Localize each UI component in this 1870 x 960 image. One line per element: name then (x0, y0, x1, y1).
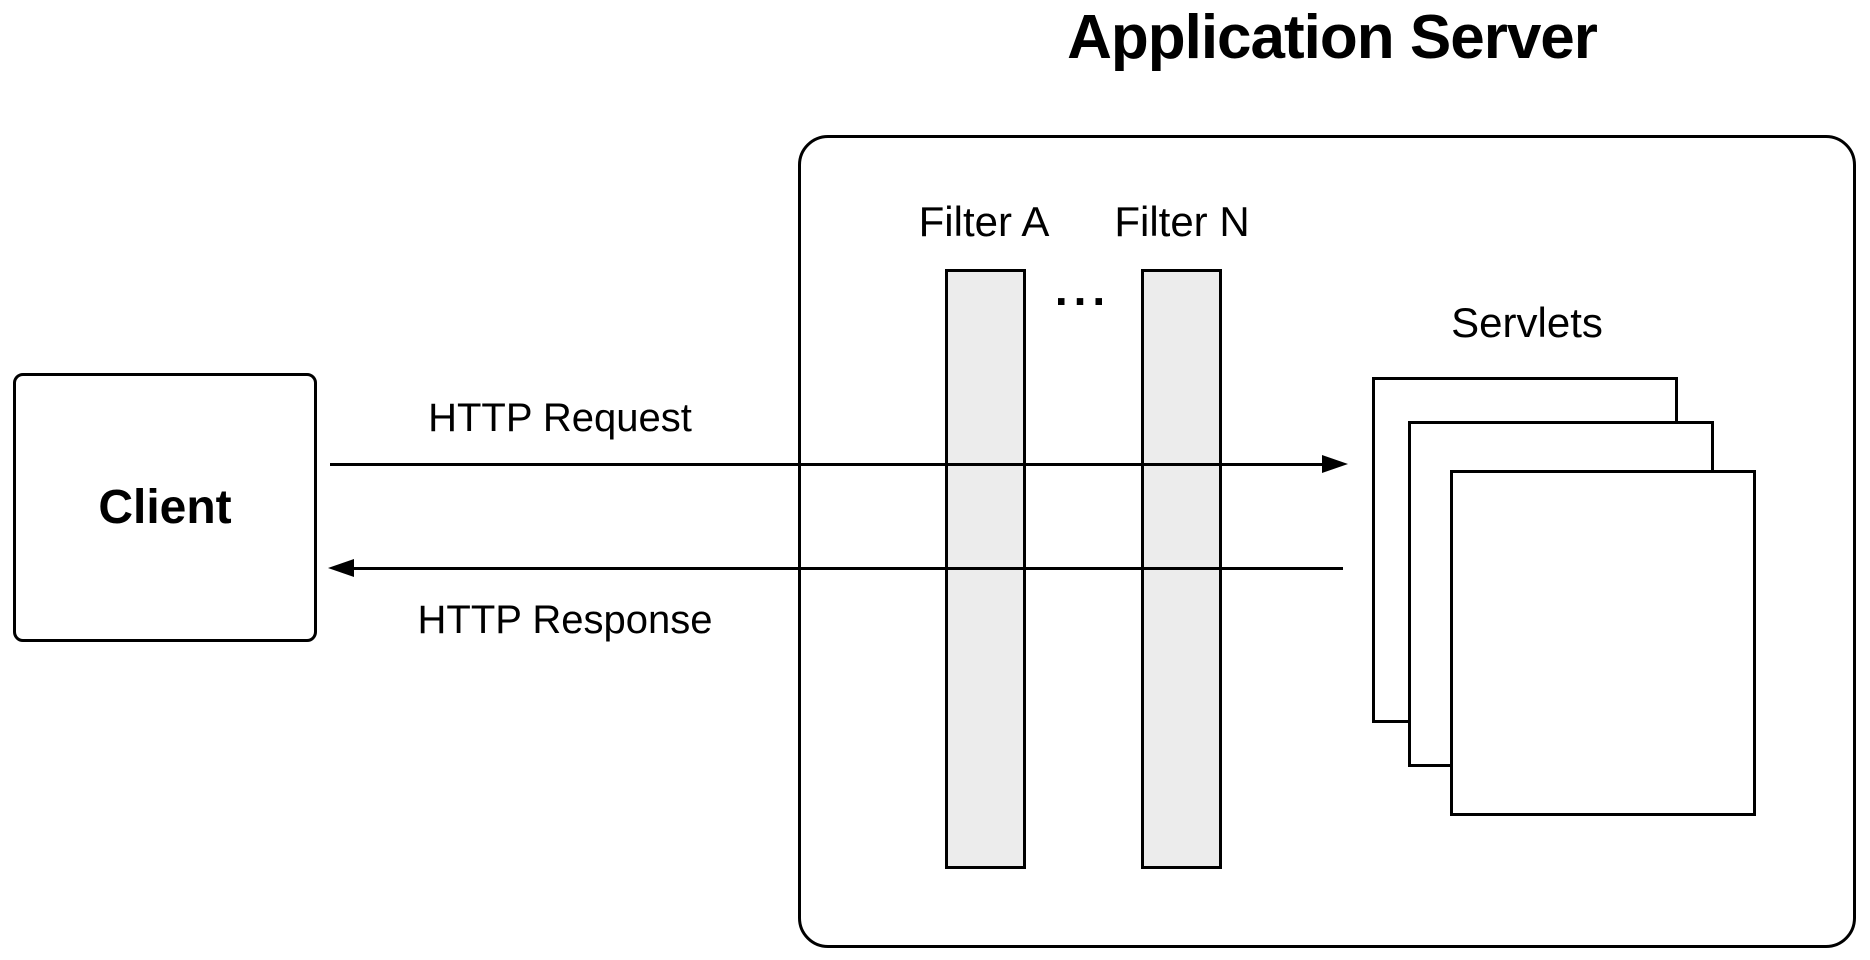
http-request-arrow-line (330, 463, 1330, 466)
application-server-box (798, 135, 1856, 948)
arrowhead-left-icon (328, 559, 354, 577)
filter-a-label: Filter A (918, 198, 1050, 245)
arrowhead-right-icon (1322, 455, 1348, 473)
servlets-label: Servlets (1451, 299, 1603, 346)
http-response-label: HTTP Response (417, 598, 713, 642)
client-box: Client (13, 373, 317, 642)
application-server-title: Application Server (1067, 3, 1598, 72)
client-label: Client (98, 481, 232, 534)
filter-n-label: Filter N (1114, 198, 1250, 245)
filter-chain-ellipsis: ... (1054, 263, 1112, 315)
servlet-page-front (1450, 470, 1756, 816)
http-request-label: HTTP Request (428, 396, 692, 440)
http-response-arrow-line (350, 567, 1343, 570)
